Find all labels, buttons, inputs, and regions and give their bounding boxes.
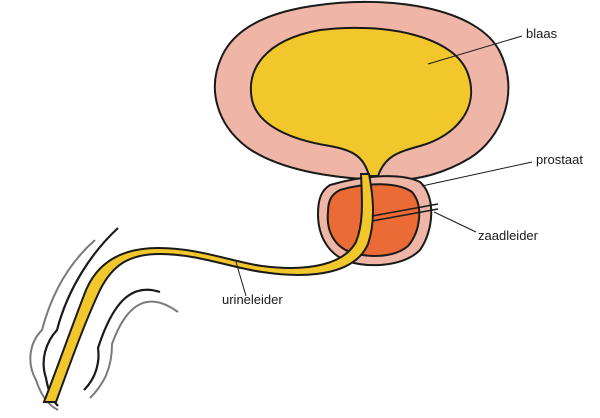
label-urethra: urineleider — [222, 292, 283, 307]
vas-deferens-line-2 — [371, 208, 439, 222]
pointer-vas-deferens — [433, 211, 477, 233]
label-bladder: blaas — [526, 26, 558, 41]
label-prostate: prostaat — [536, 152, 583, 167]
pointer-bladder — [427, 35, 523, 65]
penis-outer-contour — [29, 239, 96, 411]
pointer-prostate — [421, 161, 533, 187]
label-vas-deferens: zaadleider — [478, 228, 539, 243]
penis-outer-contour-lower — [89, 300, 179, 399]
vas-deferens-line-1 — [371, 203, 439, 217]
pointer-urethra — [235, 261, 247, 297]
penis-inner-contour-lower — [83, 288, 161, 391]
urethra — [42, 173, 375, 403]
